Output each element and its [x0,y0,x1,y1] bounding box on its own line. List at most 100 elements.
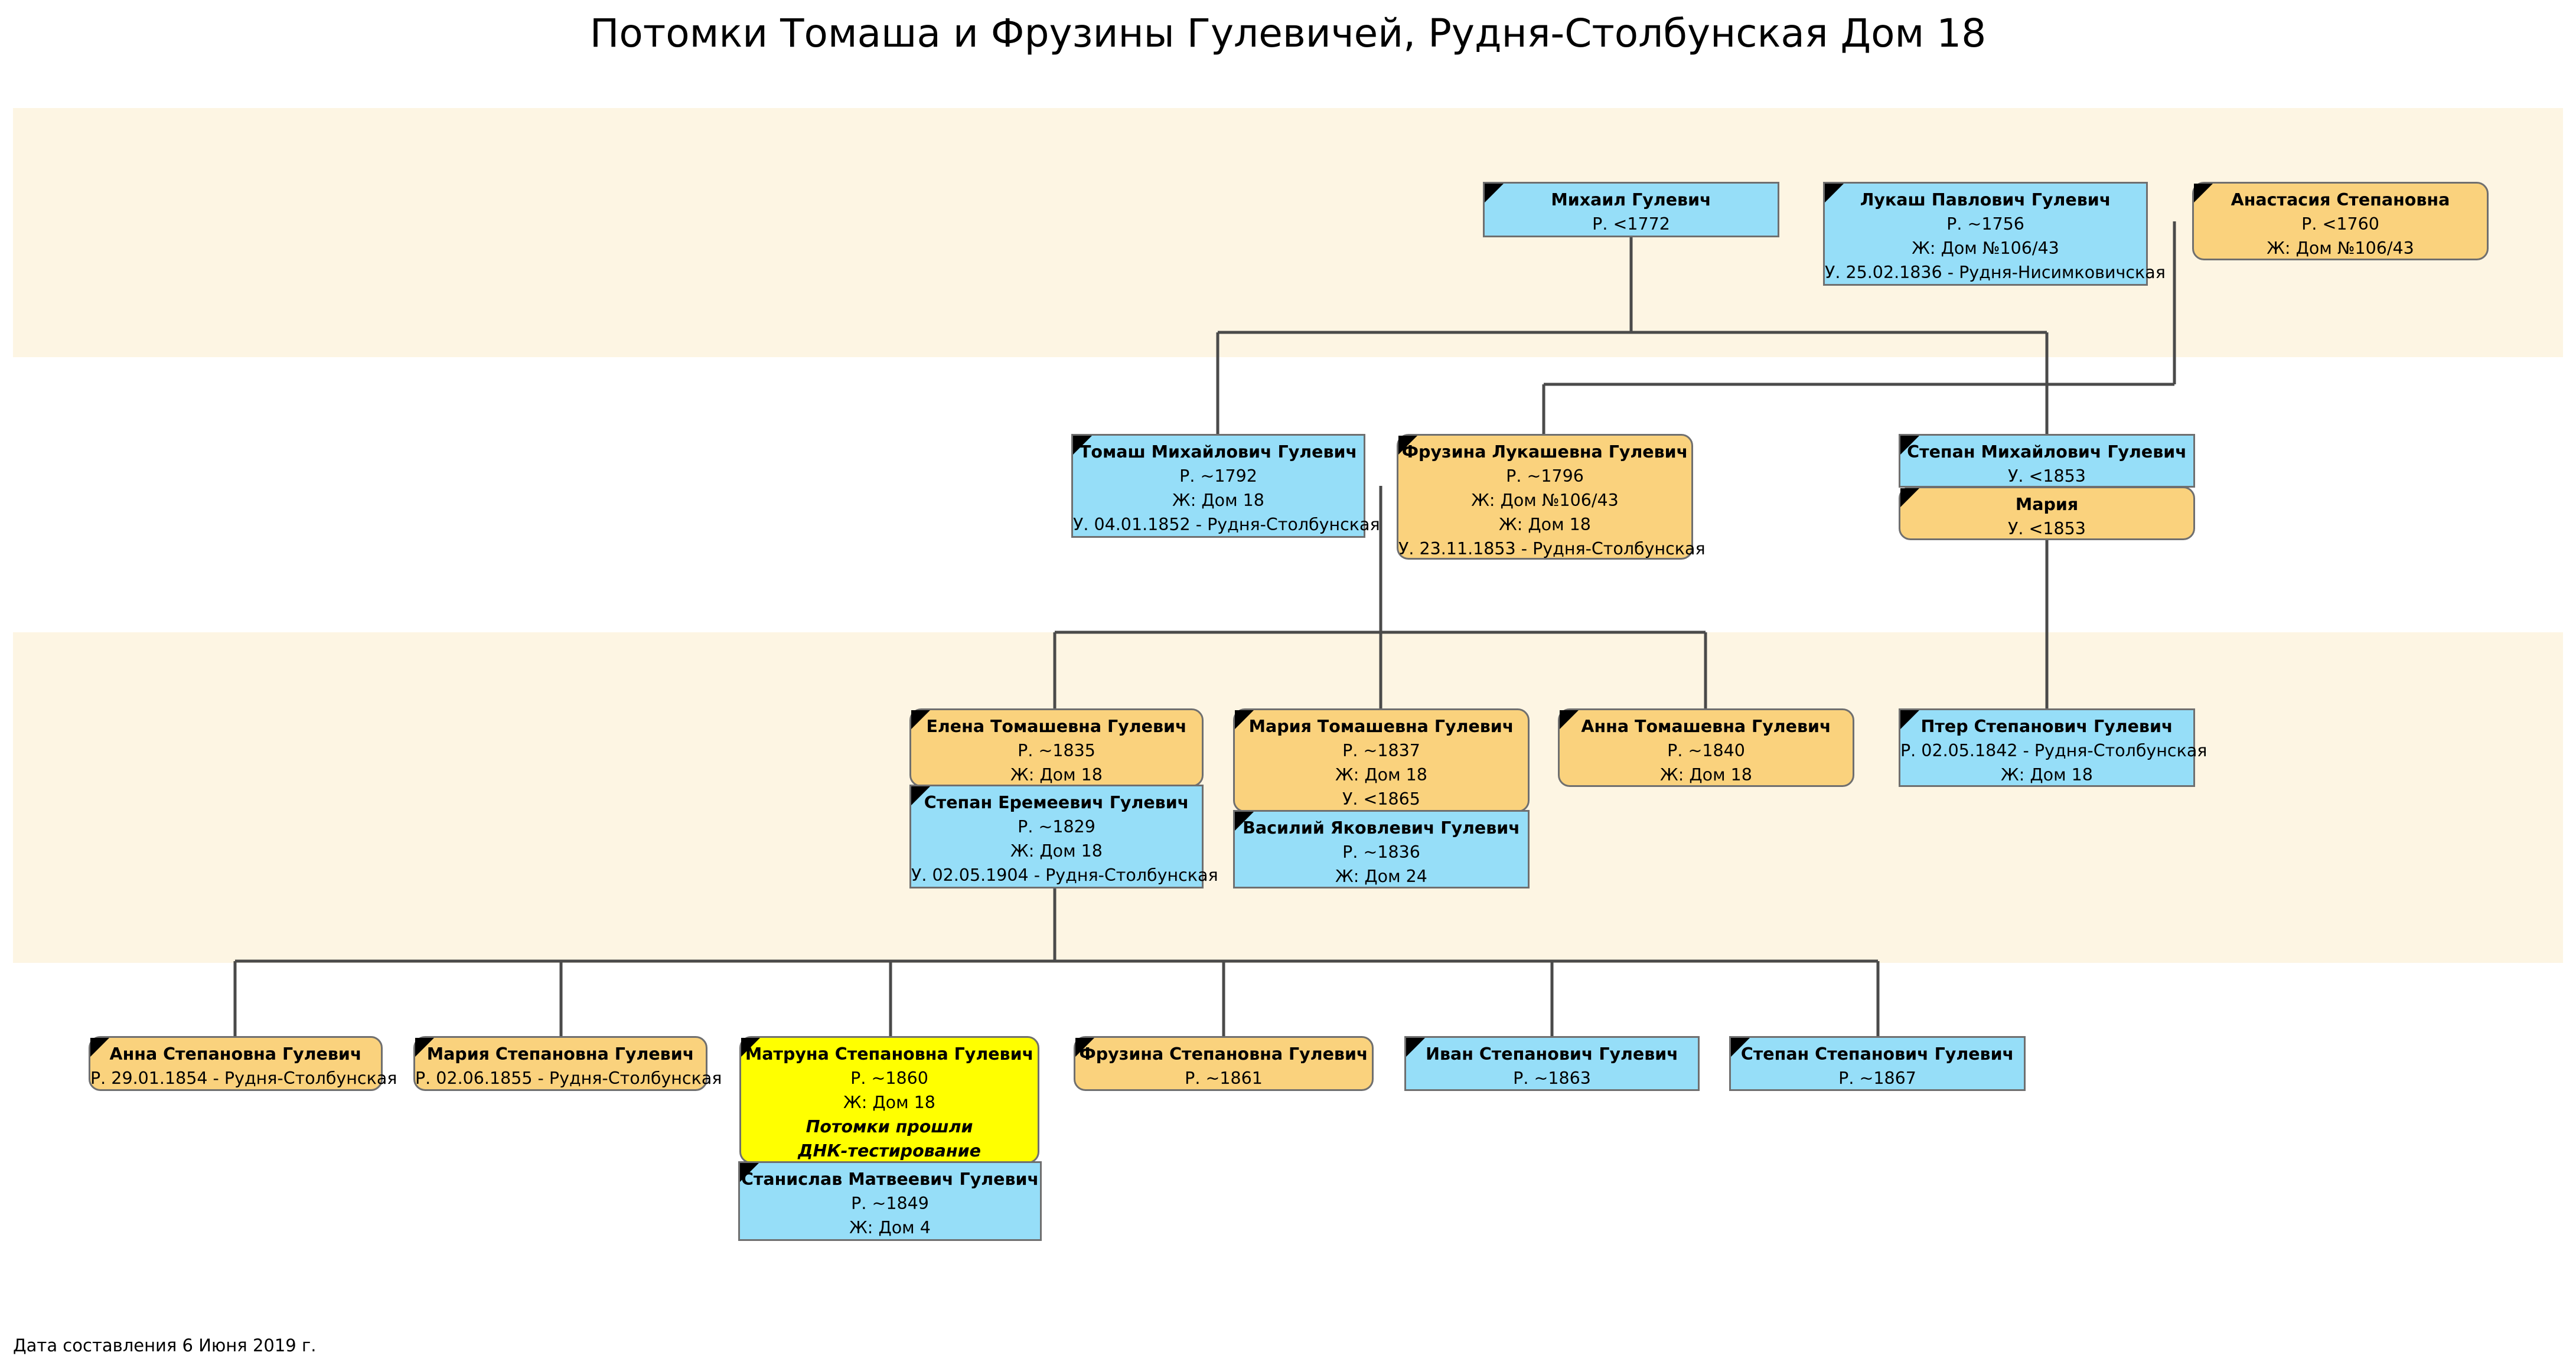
person-card-maria-tomashevna[interactable]: Мария Томашевна Гулевич Р. ~1837 Ж: Дом … [1233,708,1530,812]
person-card-stepan-mikhailovich[interactable]: Степан Михайлович Гулевич У. <1853 [1899,434,2195,488]
person-fact: У. 02.05.1904 - Рудня-Столбунская [911,865,1218,885]
deceased-corner-icon [1406,1038,1425,1057]
dna-test-note: Потомки прошли [806,1117,973,1136]
deceased-corner-icon [1398,436,1417,455]
deceased-corner-icon [415,1038,434,1057]
person-name: Лукаш Павлович Гулевич [1860,190,2111,210]
person-fact: У. <1853 [2008,519,2086,538]
person-card-fruzina[interactable]: Фрузина Лукашевна Гулевич Р. ~1796 Ж: До… [1397,434,1706,560]
person-name: Анна Томашевна Гулевич [1581,717,1831,736]
deceased-corner-icon [1900,710,1919,729]
person-card-pter[interactable]: Птер Степанович Гулевич Р. 02.05.1842 - … [1899,708,2207,787]
deceased-corner-icon [1900,488,1919,507]
person-fact: У. <1853 [2008,466,2086,486]
deceased-corner-icon [1485,184,1504,202]
person-fact: Ж: Дом 18 [2001,765,2093,785]
person-fact: Р. ~1840 [1667,741,1745,760]
person-fact: У. 04.01.1852 - Рудня-Столбунская [1073,515,1380,534]
person-fact: Р. 02.06.1855 - Рудня-Столбунская [415,1069,722,1088]
connector-elena-children [233,888,1880,1036]
person-fact: Р. ~1867 [1838,1069,1916,1088]
person-card-maria-stepanovna[interactable]: Мария Степановна Гулевич Р. 02.06.1855 -… [413,1036,722,1091]
deceased-corner-icon [1235,812,1254,831]
person-card-mikhail[interactable]: Михаил Гулевич Р. <1772 [1483,182,1779,237]
deceased-corner-icon [911,710,930,729]
connector-lukash-fruzina [1542,221,2176,434]
connector-tomash-children [1053,486,1707,708]
person-fact: Ж: Дом №106/43 [1471,491,1619,510]
person-fact: Ж: Дом 18 [1172,491,1264,510]
person-fact: Ж: Дом 18 [1499,515,1591,534]
deceased-corner-icon [1073,436,1092,455]
person-fact: Р. 02.05.1842 - Рудня-Столбунская [1900,741,2207,760]
person-name: Матруна Степановна Гулевич [745,1044,1034,1064]
person-fact: Р. ~1837 [1342,741,1420,760]
deceased-corner-icon [740,1163,759,1182]
chart-title: Потомки Томаша и Фрузины Гулевичей, Рудн… [589,11,1987,56]
person-card-anastasia[interactable]: Анастасия Степановна Р. <1760 Ж: Дом №10… [2192,182,2489,260]
person-card-fruzina-stepanovna[interactable]: Фрузина Степановна Гулевич Р. ~1861 [1074,1036,1374,1091]
deceased-corner-icon [1235,710,1254,729]
person-card-tomash[interactable]: Томаш Михайлович Гулевич Р. ~1792 Ж: Дом… [1071,434,1380,538]
deceased-corner-icon [911,786,930,805]
person-fact: Р. ~1861 [1185,1069,1263,1088]
person-card-stepan-eremeevich[interactable]: Степан Еремеевич Гулевич Р. ~1829 Ж: Дом… [909,785,1218,888]
person-card-matruna[interactable]: Матруна Степановна Гулевич Р. ~1860 Ж: Д… [739,1036,1039,1164]
person-card-anna-stepanovna[interactable]: Анна Степановна Гулевич Р. 29.01.1854 - … [89,1036,397,1091]
person-name: Елена Томашевна Гулевич [926,717,1187,736]
person-fact: Ж: Дом 4 [849,1218,931,1237]
person-fact: Р. <1772 [1592,214,1670,234]
deceased-corner-icon [2194,184,2213,202]
person-name: Фрузина Лукашевна Гулевич [1401,442,1688,462]
person-card-lukash[interactable]: Лукаш Павлович Гулевич Р. ~1756 Ж: Дом №… [1823,182,2166,286]
person-name: Иван Степанович Гулевич [1426,1044,1678,1064]
person-fact: Р. ~1792 [1179,466,1257,486]
person-name: Степан Михайлович Гулевич [1907,442,2187,462]
person-card-vasiliy[interactable]: Василий Яковлевич Гулевич Р. ~1836 Ж: До… [1233,810,1530,888]
person-fact: Р. ~1796 [1506,466,1584,486]
person-fact: Ж: Дом 18 [1335,765,1427,785]
deceased-corner-icon [1560,710,1579,729]
person-fact: Р. <1760 [2301,214,2379,234]
person-card-anna-tomashevna[interactable]: Анна Томашевна Гулевич Р. ~1840 Ж: Дом 1… [1558,708,1854,787]
connector-mikhail-sons [1216,237,2049,434]
person-name: Томаш Михайлович Гулевич [1079,442,1358,462]
person-card-stanislav[interactable]: Станислав Матвеевич Гулевич Р. ~1849 Ж: … [738,1161,1042,1241]
person-name: Степан Еремеевич Гулевич [924,793,1189,812]
deceased-corner-icon [90,1038,109,1057]
person-name: Анна Степановна Гулевич [109,1044,362,1064]
deceased-corner-icon [1900,436,1919,455]
person-name: Станислав Матвеевич Гулевич [741,1170,1039,1189]
person-fact: Р. ~1863 [1513,1069,1591,1088]
person-card-elena[interactable]: Елена Томашевна Гулевич Р. ~1835 Ж: Дом … [909,708,1204,787]
person-fact: Ж: Дом 24 [1335,867,1427,886]
person-name: Василий Яковлевич Гулевич [1243,818,1520,838]
deceased-corner-icon [741,1038,760,1057]
person-card-maria[interactable]: Мария У. <1853 [1899,486,2195,540]
person-name: Мария Томашевна Гулевич [1248,717,1514,736]
person-fact: Р. ~1756 [1946,214,2024,234]
person-name: Птер Степанович Гулевич [1920,717,2173,736]
person-name: Мария [2015,495,2079,514]
person-name: Фрузина Степановна Гулевич [1079,1044,1368,1064]
deceased-corner-icon [1731,1038,1750,1057]
person-fact: У. <1865 [1342,789,1420,809]
person-name: Степан Степанович Гулевич [1740,1044,2014,1064]
person-fact: Р. ~1829 [1018,817,1095,837]
person-fact: Ж: Дом 18 [1010,765,1103,785]
person-fact: Р. ~1849 [851,1194,929,1213]
person-card-ivan[interactable]: Иван Степанович Гулевич Р. ~1863 [1404,1036,1700,1091]
person-fact: Ж: Дом 18 [843,1093,935,1112]
person-fact: Ж: Дом 18 [1660,765,1752,785]
person-card-stepan-stepanovich[interactable]: Степан Степанович Гулевич Р. ~1867 [1729,1036,2026,1091]
person-name: Михаил Гулевич [1551,190,1711,210]
deceased-corner-icon [1825,184,1844,202]
person-fact: Ж: Дом №106/43 [1912,239,2059,258]
person-name: Мария Степановна Гулевич [426,1044,694,1064]
person-fact: У. 25.02.1836 - Рудня-Нисимковичская [1825,263,2166,282]
dna-test-note: ДНК-тестирование [798,1141,981,1161]
person-fact: Ж: Дом 18 [1010,841,1103,861]
person-name: Анастасия Степановна [2231,190,2450,210]
person-fact: У. 23.11.1853 - Рудня-Столбунская [1398,539,1706,558]
